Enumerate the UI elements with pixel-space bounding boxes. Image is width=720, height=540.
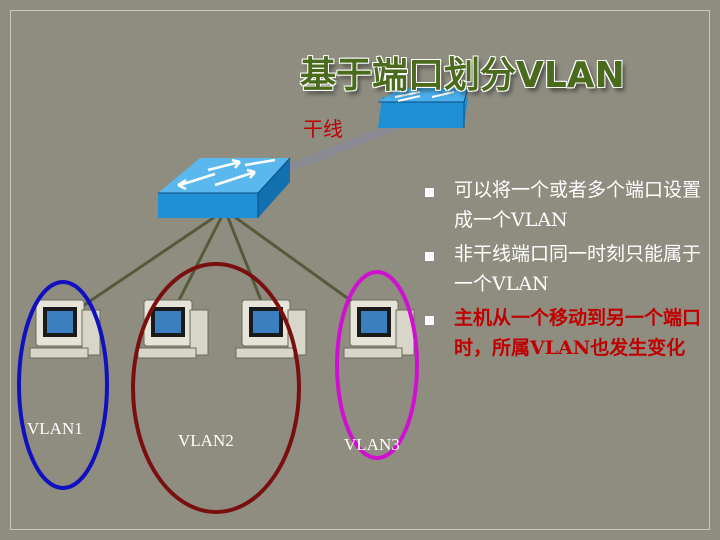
bullet-square-icon xyxy=(424,187,435,198)
pc-icon xyxy=(344,300,414,358)
vlan1-label: VLAN1 xyxy=(27,419,83,439)
bullet-square-icon xyxy=(424,251,435,262)
trunk-label: 干线 xyxy=(303,113,343,142)
switch-icon xyxy=(158,158,290,218)
vlan2-label: VLAN2 xyxy=(178,431,234,451)
bullet-square-icon xyxy=(424,315,435,326)
bullet-text: 可以将一个或者多个端口设置成一个VLAN xyxy=(454,179,701,231)
bullet-item: 主机从一个移动到另一个端口时，所属VLAN也发生变化 xyxy=(420,303,710,363)
slide-title: 基于端口划分VLAN xyxy=(300,46,720,98)
bullet-text: 非干线端口同一时刻只能属于一个VLAN xyxy=(454,243,701,295)
bullet-text: 主机从一个移动到另一个端口时，所属VLAN也发生变化 xyxy=(454,307,701,359)
pc-icon xyxy=(138,300,208,358)
bullet-list: 可以将一个或者多个端口设置成一个VLAN 非干线端口同一时刻只能属于一个VLAN… xyxy=(420,175,710,367)
vlan3-label: VLAN3 xyxy=(344,435,400,455)
bullet-item: 非干线端口同一时刻只能属于一个VLAN xyxy=(420,239,710,299)
pc-icon xyxy=(30,300,100,358)
vlan2-ellipse xyxy=(133,264,299,512)
bullet-item: 可以将一个或者多个端口设置成一个VLAN xyxy=(420,175,710,235)
